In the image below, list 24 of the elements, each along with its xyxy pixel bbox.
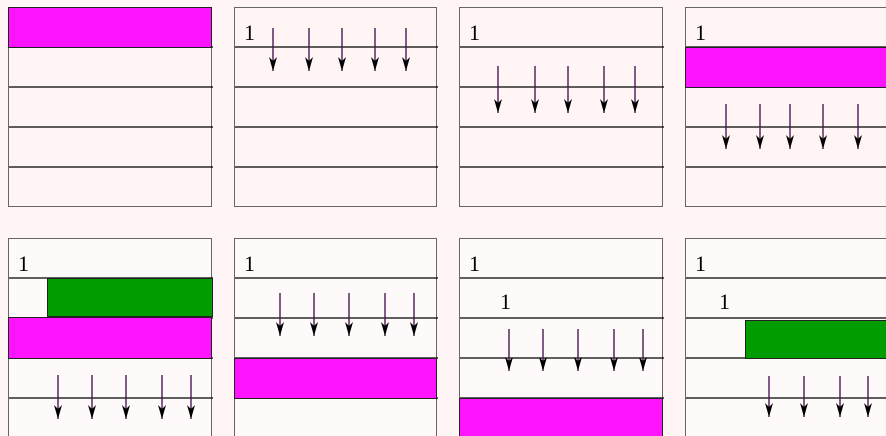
block-bar	[8, 7, 212, 48]
stack-panel	[234, 238, 437, 436]
stack-panel	[459, 7, 663, 207]
count-label: 1	[18, 253, 29, 275]
stack-panel	[685, 7, 886, 207]
stack-panel	[8, 238, 212, 436]
count-label: 1	[469, 253, 480, 275]
block-bar	[8, 317, 212, 359]
count-label: 1	[500, 291, 511, 313]
block-bar	[47, 278, 213, 317]
count-label: 1	[695, 22, 706, 44]
count-label: 1	[244, 253, 255, 275]
block-bar	[459, 398, 663, 436]
count-label: 1	[469, 22, 480, 44]
stack-panel	[8, 7, 212, 207]
block-bar	[685, 47, 886, 88]
count-label: 1	[244, 22, 255, 44]
stack-panel	[234, 7, 437, 207]
stack-panel	[459, 238, 663, 436]
block-bar	[745, 320, 886, 359]
stack-panel	[685, 238, 886, 436]
count-label: 1	[695, 253, 706, 275]
block-bar	[234, 358, 437, 399]
count-label: 1	[719, 291, 730, 313]
